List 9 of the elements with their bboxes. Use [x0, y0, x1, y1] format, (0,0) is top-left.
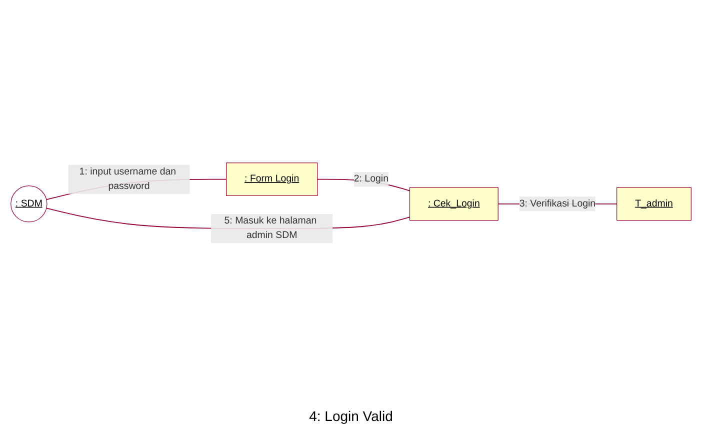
edge-label: 2: Login — [354, 174, 388, 184]
node-box: T_admin — [616, 187, 692, 221]
node-box: : Cek_Login — [409, 187, 498, 221]
edge-label: 1: input username dan password — [79, 166, 176, 192]
edge-label: 5: Masuk ke halaman admin SDM — [224, 216, 317, 241]
node-circle: : SDM — [10, 186, 48, 222]
node-box: : Form Login — [226, 162, 318, 196]
edge-label: 3: Verifikasi Login — [519, 198, 596, 209]
message-label: 4: Login Valid — [309, 408, 393, 424]
